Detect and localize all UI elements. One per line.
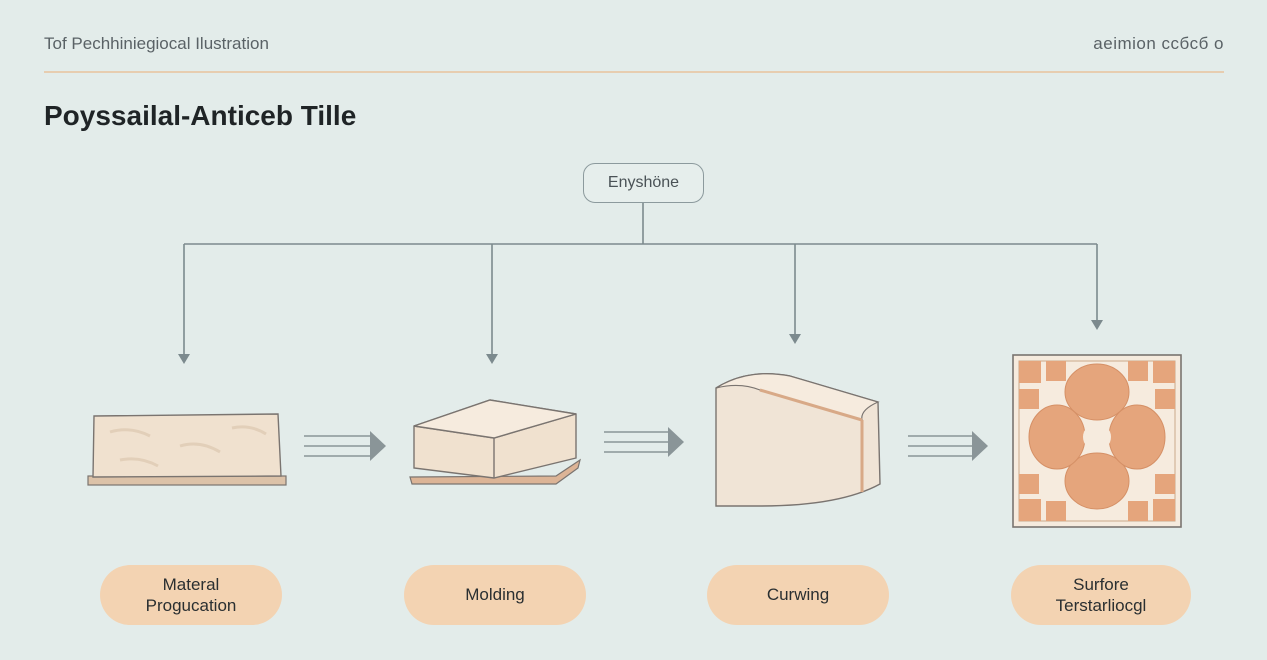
finished-tile-illustration <box>1012 354 1182 528</box>
step-label-line: Molding <box>465 585 525 605</box>
arrow-step3-to-step4 <box>908 431 988 461</box>
step-label-line: Surfore <box>1073 574 1129 594</box>
step-label-surface: Surfore Terstarliocgl <box>1011 565 1191 625</box>
top-node-label: Enyshöne <box>607 174 680 191</box>
connector-tree <box>183 203 1098 356</box>
step-label-material: Materal Progucation <box>100 565 282 625</box>
molded-block-illustration <box>409 399 581 485</box>
step-label-line: Progucation <box>145 596 237 615</box>
step-label-curving: Curwing <box>707 565 889 625</box>
header-meta: aeimion ссбсб o <box>1093 34 1224 53</box>
step-label-molding: Molding <box>404 565 586 625</box>
header: Tof Pechhiniegiocal Ilustration aeimion … <box>44 34 1224 56</box>
raw-slab-illustration <box>87 413 287 486</box>
header-divider <box>44 71 1224 73</box>
top-node: Enyshöne <box>583 163 704 203</box>
header-caption: Tof Pechhiniegiocal Ilustration <box>44 34 269 53</box>
curved-block-illustration <box>715 373 881 507</box>
step-label-line: Terstarliocgl <box>1055 596 1147 615</box>
connector-arrowheads <box>178 320 1103 364</box>
arrow-step2-to-step3 <box>604 427 684 457</box>
step-label-line: Materal <box>162 574 220 594</box>
arrow-step1-to-step2 <box>304 431 386 461</box>
step-label-line: Curwing <box>766 585 830 605</box>
page-title: Poyssailal-Anticeb Tille <box>44 100 357 131</box>
